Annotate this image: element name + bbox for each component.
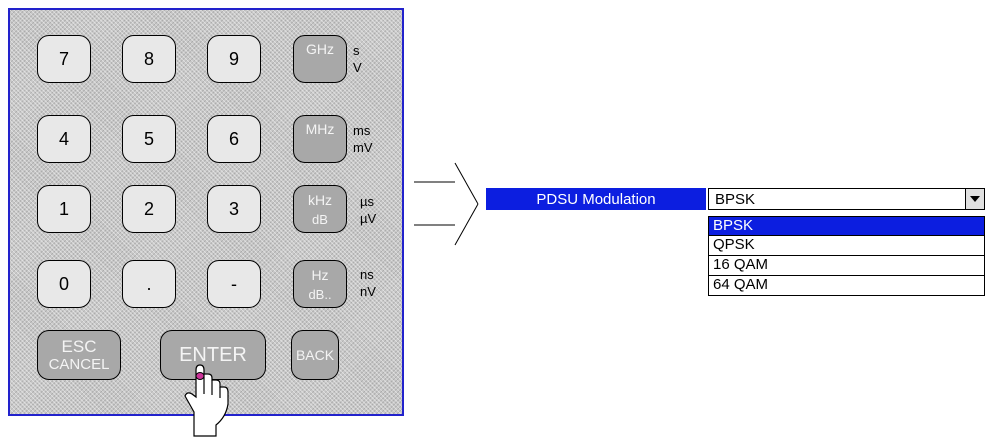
unit-labels-row3: µs µV [360,194,377,226]
key-mhz[interactable]: MHz [293,115,347,163]
enter-button[interactable]: ENTER [160,330,266,380]
key-ghz[interactable]: GHz [293,35,347,83]
right-arrow-icon [414,162,479,246]
selected-value: BPSK [715,190,756,208]
key-5[interactable]: 5 [122,115,176,163]
key-khz[interactable]: kHz dB [293,185,347,233]
key-decimal[interactable]: . [122,260,176,308]
triangle-down-icon [970,196,980,202]
modulation-options-list: BPSK QPSK 16 QAM 64 QAM [708,216,985,296]
pdsu-modulation-select[interactable]: BPSK [708,188,985,210]
keypad-panel: 7 8 9 GHz s V 4 5 6 MHz ms mV 1 2 3 kHz … [8,8,404,416]
key-8[interactable]: 8 [122,35,176,83]
key-minus[interactable]: - [207,260,261,308]
dropdown-toggle-button[interactable] [965,188,985,210]
unit-labels-row2: ms mV [353,123,373,155]
option-64qam[interactable]: 64 QAM [708,276,985,296]
hand-pointer-icon [184,364,229,437]
key-7[interactable]: 7 [37,35,91,83]
option-16qam[interactable]: 16 QAM [708,256,985,276]
unit-labels-row1: s V [353,43,362,75]
unit-labels-row4: ns nV [360,267,376,299]
key-4[interactable]: 4 [37,115,91,163]
key-1[interactable]: 1 [37,185,91,233]
key-hz[interactable]: Hz dB.. [293,260,347,308]
enter-press-indicator [195,372,205,380]
key-2[interactable]: 2 [122,185,176,233]
key-0[interactable]: 0 [37,260,91,308]
option-qpsk[interactable]: QPSK [708,236,985,256]
key-9[interactable]: 9 [207,35,261,83]
back-button[interactable]: BACK [291,330,339,380]
option-bpsk[interactable]: BPSK [708,216,985,236]
key-6[interactable]: 6 [207,115,261,163]
pdsu-modulation-label: PDSU Modulation [486,188,706,210]
key-3[interactable]: 3 [207,185,261,233]
esc-cancel-button[interactable]: ESC CANCEL [37,330,121,380]
